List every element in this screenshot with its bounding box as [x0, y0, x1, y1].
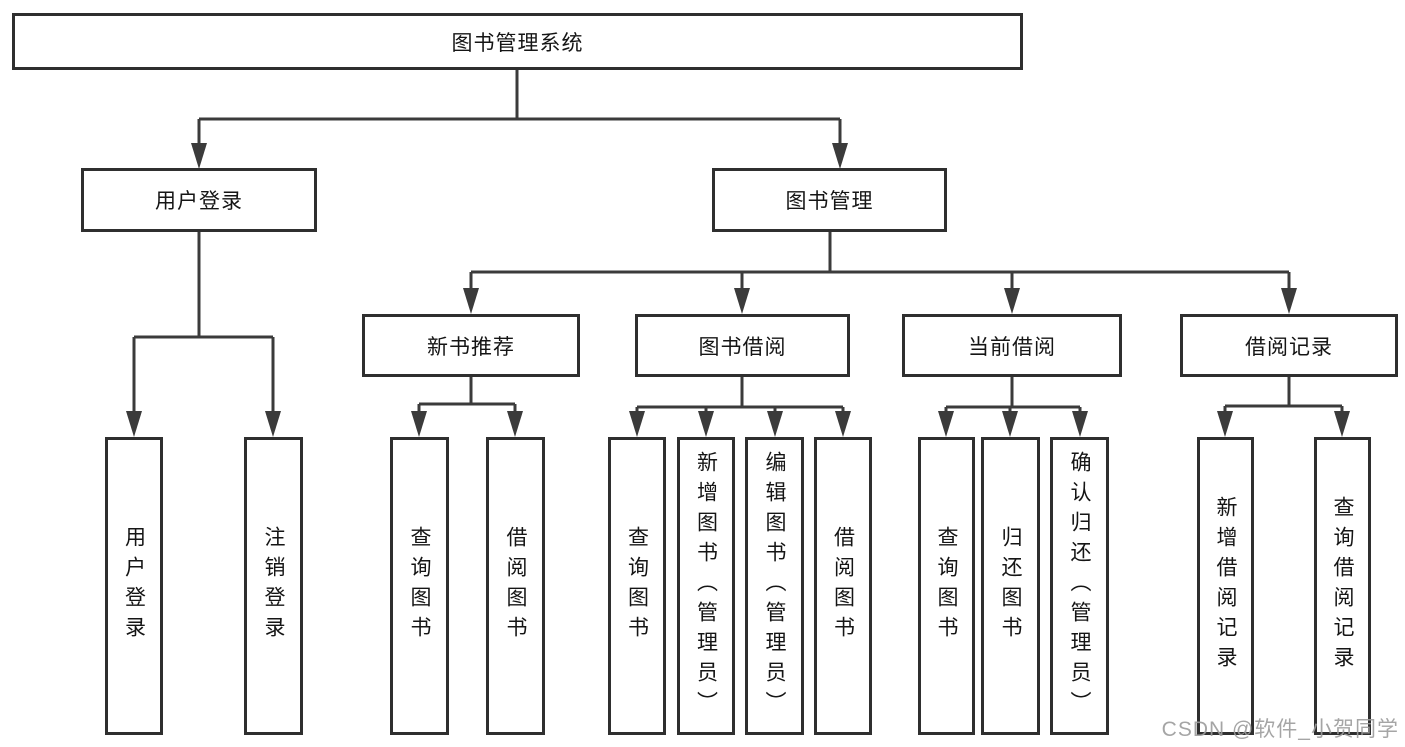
leaf-cb-query-books-label: 查询图书: [935, 526, 959, 646]
arrowhead-icon: [1217, 411, 1233, 437]
node-current-borrow: 当前借阅: [902, 314, 1122, 377]
node-book-management: 图书管理: [712, 168, 947, 232]
node-new-book-recommend: 新书推荐: [362, 314, 580, 377]
arrowhead-icon: [1072, 411, 1088, 437]
leaf-nb-query-books-label: 查询图书: [408, 526, 432, 646]
leaf-bb-edit-books-admin: 编辑图书（管理员）: [745, 437, 804, 735]
connector-borrow-records-to-leaves: [1217, 377, 1350, 437]
connector-line: [469, 232, 1291, 289]
leaf-bb-query-books-label: 查询图书: [625, 526, 649, 646]
connector-book-borrow-to-leaves: [629, 377, 851, 437]
leaf-br-add-record-label: 新增借阅记录: [1214, 496, 1238, 676]
arrowhead-icon: [1004, 288, 1020, 314]
connector-user-login-to-leaves: [126, 232, 281, 437]
node-user-login: 用户登录: [81, 168, 317, 232]
leaf-logout-label: 注销登录: [262, 526, 286, 646]
arrowhead-icon: [629, 411, 645, 437]
leaf-bb-borrow-books-label: 借阅图书: [831, 526, 855, 646]
node-book-management-label: 图书管理: [785, 190, 874, 213]
arrowhead-icon: [938, 411, 954, 437]
node-book-borrow: 图书借阅: [635, 314, 850, 377]
connector-line: [417, 377, 517, 412]
leaf-nb-query-books: 查询图书: [390, 437, 449, 735]
node-borrow-records-label: 借阅记录: [1245, 335, 1333, 359]
arrowhead-icon: [734, 288, 750, 314]
connector-book-mgmt-to-level3: [463, 232, 1297, 314]
arrowhead-icon: [767, 411, 783, 437]
connector-line: [635, 377, 845, 412]
arrowhead-icon: [832, 143, 848, 169]
leaf-logout: 注销登录: [244, 437, 303, 735]
leaf-nb-borrow-books-label: 借阅图书: [504, 526, 528, 646]
arrowhead-icon: [698, 411, 714, 437]
leaf-bb-edit-books-admin-label: 编辑图书（管理员）: [763, 451, 787, 721]
arrowhead-icon: [507, 411, 523, 437]
leaf-nb-borrow-books: 借阅图书: [486, 437, 545, 735]
leaf-cb-query-books: 查询图书: [918, 437, 975, 735]
connector-line: [944, 377, 1082, 412]
node-root: 图书管理系统: [12, 13, 1023, 70]
node-new-book-recommend-label: 新书推荐: [427, 335, 515, 359]
leaf-cb-return-books: 归还图书: [981, 437, 1040, 735]
leaf-cb-return-books-label: 归还图书: [999, 526, 1023, 646]
arrowhead-icon: [265, 411, 281, 437]
leaf-cb-confirm-return-admin: 确认归还（管理员）: [1050, 437, 1109, 735]
leaf-br-add-record: 新增借阅记录: [1197, 437, 1254, 735]
leaf-user-login: 用户登录: [105, 437, 163, 735]
connector-root-to-level2: [191, 70, 848, 169]
arrowhead-icon: [191, 143, 207, 169]
connector-new-books-to-leaves: [411, 377, 523, 437]
node-current-borrow-label: 当前借阅: [968, 335, 1056, 359]
arrowhead-icon: [126, 411, 142, 437]
leaf-bb-query-books: 查询图书: [608, 437, 666, 735]
leaf-br-query-record: 查询借阅记录: [1314, 437, 1371, 735]
leaf-br-query-record-label: 查询借阅记录: [1331, 496, 1355, 676]
connector-current-borrow-to-leaves: [938, 377, 1088, 437]
leaf-bb-add-books-admin: 新增图书（管理员）: [677, 437, 735, 735]
arrowhead-icon: [411, 411, 427, 437]
node-root-label: 图书管理系统: [451, 31, 584, 55]
connector-line: [197, 70, 842, 144]
arrowhead-icon: [835, 411, 851, 437]
connector-line: [1223, 377, 1344, 412]
connector-line: [132, 232, 275, 412]
csdn-watermark: CSDN @软件_小贺同学: [1161, 718, 1399, 741]
arrowhead-icon: [1334, 411, 1350, 437]
arrowhead-icon: [1002, 411, 1018, 437]
arrowhead-icon: [1281, 288, 1297, 314]
leaf-user-login-label: 用户登录: [122, 526, 146, 646]
node-book-borrow-label: 图书借阅: [698, 335, 787, 359]
arrowhead-icon: [463, 288, 479, 314]
node-user-login-label: 用户登录: [155, 190, 243, 213]
leaf-cb-confirm-return-admin-label: 确认归还（管理员）: [1068, 451, 1092, 721]
leaf-bb-add-books-admin-label: 新增图书（管理员）: [694, 451, 718, 721]
leaf-bb-borrow-books: 借阅图书: [814, 437, 872, 735]
node-borrow-records: 借阅记录: [1180, 314, 1398, 377]
